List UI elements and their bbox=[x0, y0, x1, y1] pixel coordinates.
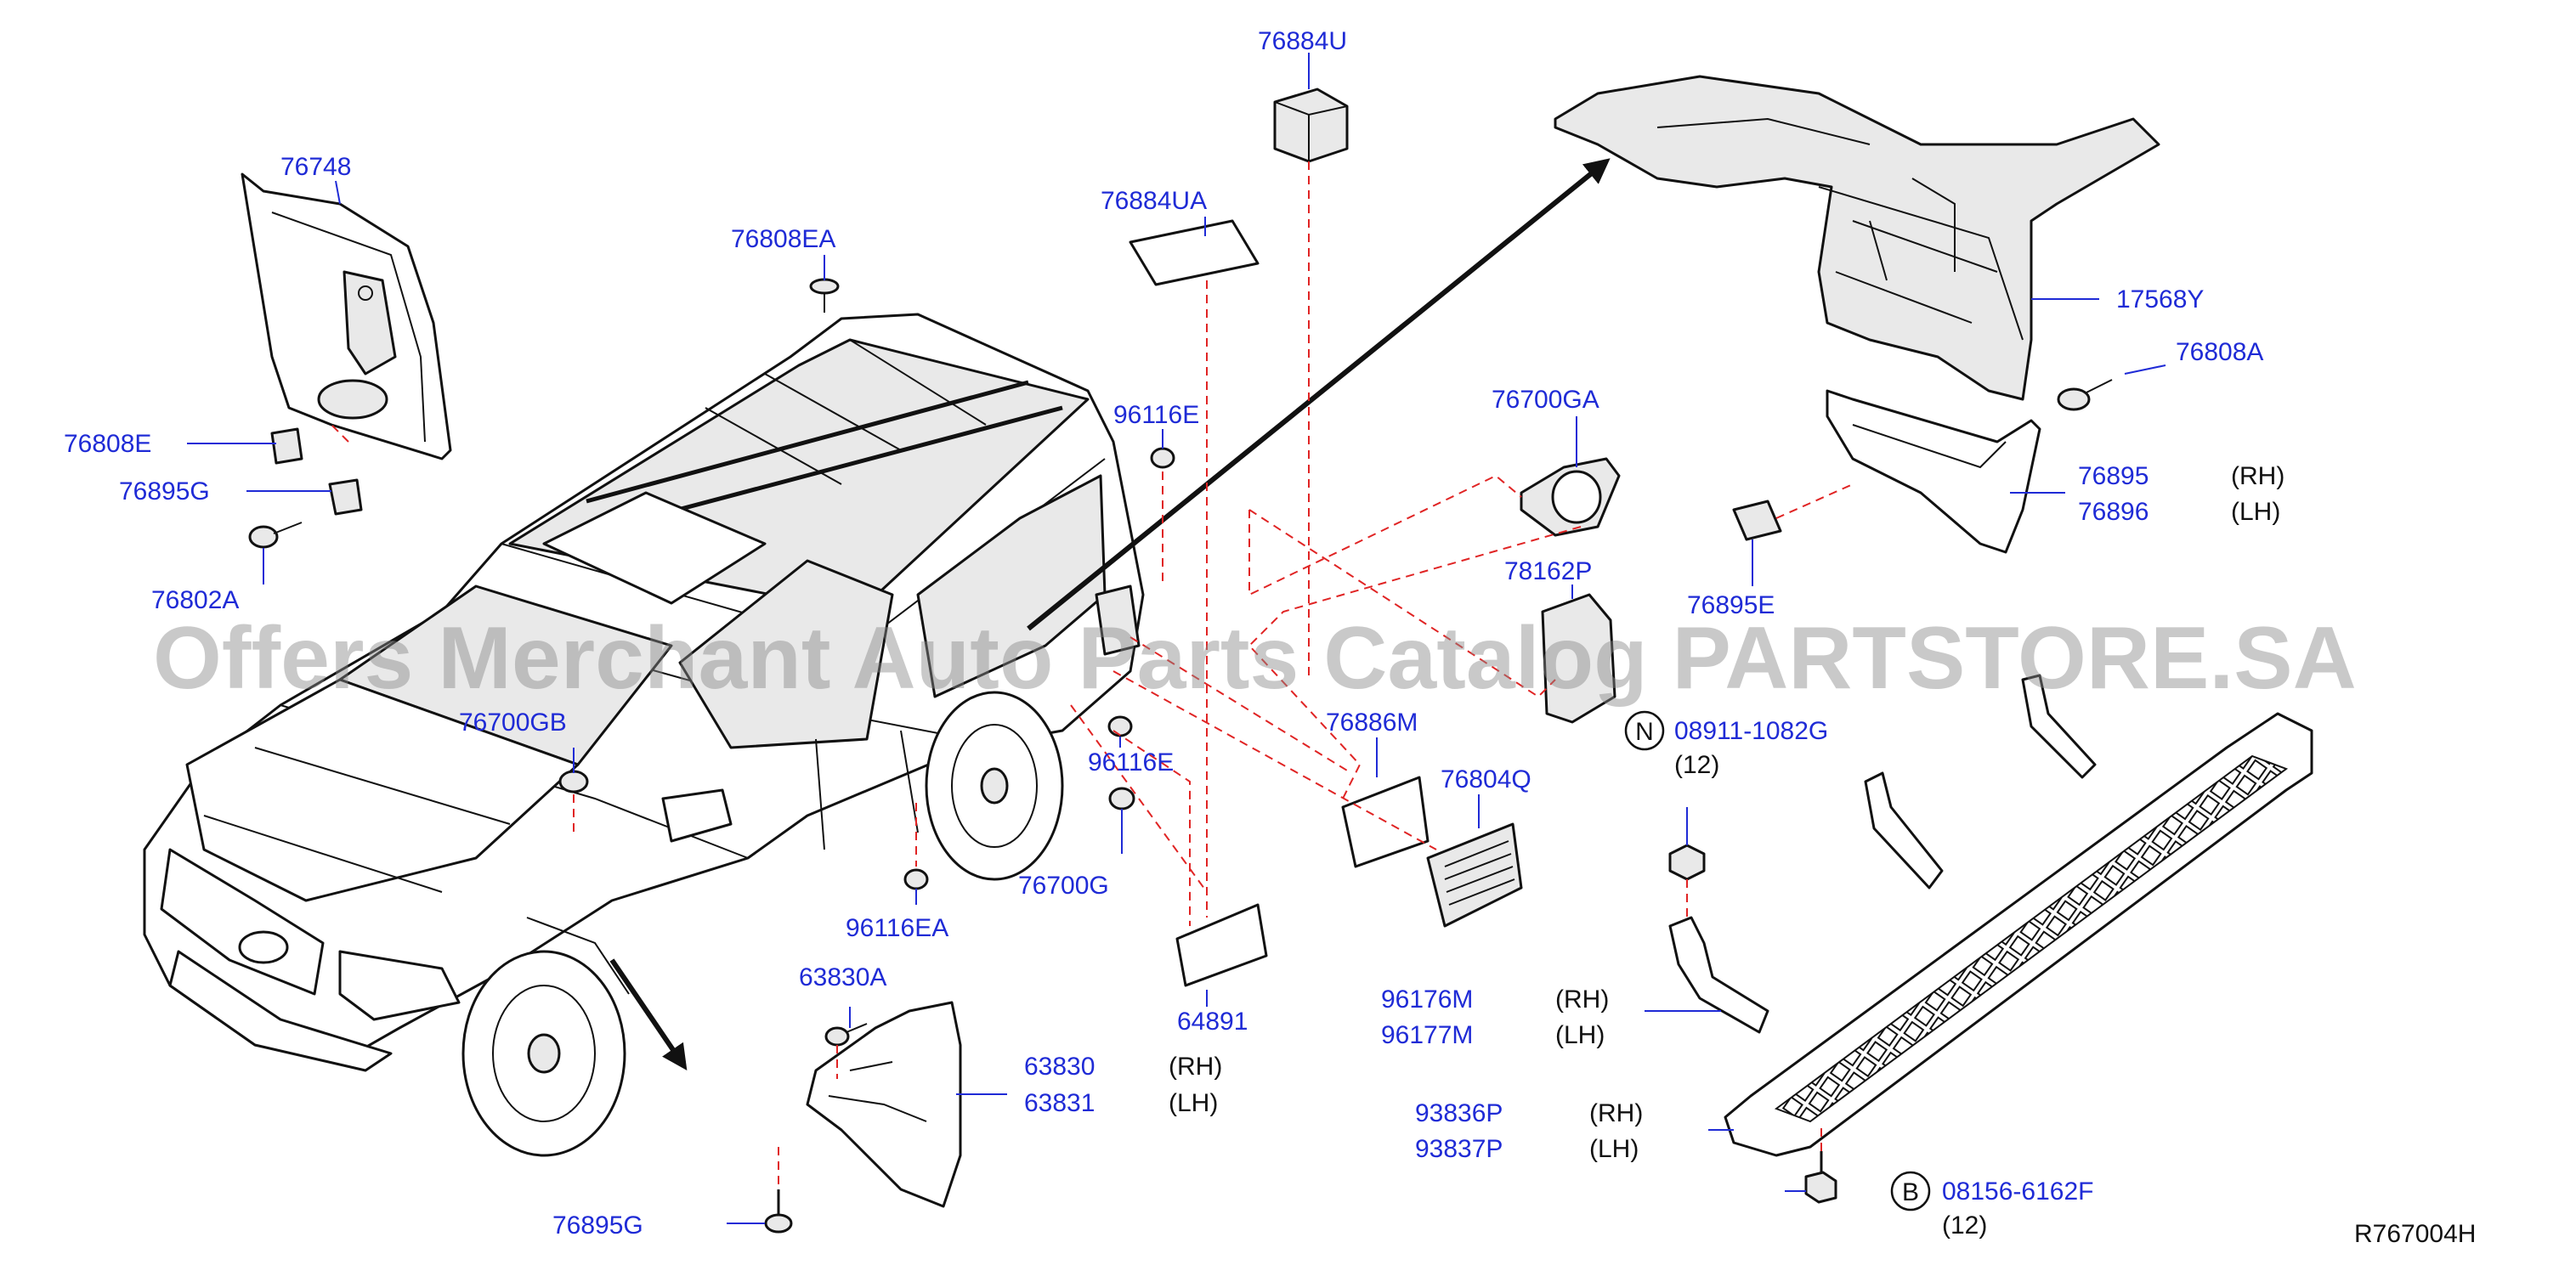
part-76700GA-icon bbox=[1520, 457, 1621, 537]
part-76808A-icon bbox=[2057, 379, 2113, 411]
label-76802A: 76802A bbox=[151, 586, 239, 614]
part-64891-icon bbox=[1175, 903, 1268, 987]
label-76884UA: 76884UA bbox=[1101, 187, 1207, 215]
part-93836P-running-board-icon bbox=[1724, 712, 2313, 1157]
label-78162P: 78162P bbox=[1504, 557, 1592, 585]
label-93837P: 93837P bbox=[1415, 1135, 1503, 1163]
arrow-to-front-mudguard bbox=[609, 958, 688, 1070]
label-76895G-bottom: 76895G bbox=[552, 1211, 643, 1240]
label-63831: 63831 bbox=[1024, 1089, 1095, 1117]
label-63830A: 63830A bbox=[799, 963, 886, 991]
label-lh-96177M: (LH) bbox=[1555, 1021, 1605, 1049]
part-96176M-bracket-icon bbox=[1668, 674, 2097, 1034]
label-96116EA: 96116EA bbox=[846, 914, 948, 942]
label-76886M: 76886M bbox=[1326, 709, 1418, 737]
label-lh-63831: (LH) bbox=[1169, 1089, 1218, 1117]
part-76808EA-icon bbox=[809, 278, 840, 313]
label-rh-76895: (RH) bbox=[2231, 462, 2284, 490]
label-76700GA: 76700GA bbox=[1492, 386, 1599, 414]
label-76895E: 76895E bbox=[1687, 591, 1775, 619]
label-rh-93836P: (RH) bbox=[1589, 1099, 1643, 1127]
nut-icon bbox=[1668, 844, 1706, 881]
label-93836P: 93836P bbox=[1415, 1099, 1503, 1127]
label-nut-part: 08911-1082G bbox=[1674, 717, 1828, 745]
label-76748: 76748 bbox=[280, 153, 351, 181]
label-lh-76896: (LH) bbox=[2231, 498, 2280, 526]
rear-wheel bbox=[925, 691, 1064, 881]
label-76808EA: 76808EA bbox=[731, 225, 835, 253]
part-96116EA-icon bbox=[903, 868, 929, 890]
label-bolt-part: 08156-6162F bbox=[1942, 1177, 2093, 1206]
part-76700GB-icon bbox=[558, 770, 589, 793]
part-76802A-icon bbox=[248, 522, 303, 549]
part-96116E-top-icon bbox=[1150, 447, 1175, 469]
label-76895G-top: 76895G bbox=[119, 477, 210, 505]
part-17568Y-icon bbox=[1554, 75, 2160, 401]
front-wheel bbox=[461, 950, 626, 1157]
label-76808A: 76808A bbox=[2176, 338, 2263, 366]
diagram-code: R767004H bbox=[2354, 1220, 2476, 1248]
label-63830: 63830 bbox=[1024, 1053, 1095, 1081]
part-76884U-icon bbox=[1273, 88, 1349, 163]
label-17568Y: 17568Y bbox=[2116, 285, 2204, 313]
part-63830-icon bbox=[806, 1001, 962, 1208]
label-rh-96176M: (RH) bbox=[1555, 985, 1609, 1014]
label-76700GB: 76700GB bbox=[459, 709, 567, 737]
part-76804Q-icon bbox=[1426, 822, 1523, 928]
part-76748-icon bbox=[241, 172, 452, 460]
part-labels: 76884U 76884UA 76748 76808EA 96116E 7670… bbox=[64, 27, 2476, 1248]
label-nut-circle: N bbox=[1635, 718, 1654, 746]
label-76804Q: 76804Q bbox=[1441, 765, 1531, 793]
label-lh-93837P: (LH) bbox=[1589, 1135, 1639, 1163]
label-bolt-qty: (12) bbox=[1942, 1211, 1987, 1240]
part-76884UA-icon bbox=[1129, 219, 1260, 286]
part-76895G-top-icon bbox=[328, 478, 363, 516]
part-96116E-mid-icon bbox=[1107, 715, 1133, 737]
label-76808E: 76808E bbox=[64, 430, 151, 458]
bolt-circle-badge bbox=[1890, 1171, 1931, 1211]
part-76895G-bottom-icon bbox=[764, 1189, 793, 1234]
label-rh-63830: (RH) bbox=[1169, 1053, 1222, 1081]
nut-circle-badge bbox=[1624, 710, 1665, 751]
label-nut-qty: (12) bbox=[1674, 751, 1719, 779]
part-63830A-icon bbox=[824, 1023, 868, 1047]
part-76895-icon bbox=[1826, 389, 2041, 554]
bolt-icon bbox=[1804, 1151, 1837, 1204]
label-76896: 76896 bbox=[2078, 498, 2149, 526]
label-76884U: 76884U bbox=[1258, 27, 1347, 55]
watermark-text: Offers Merchant Auto Parts Catalog PARTS… bbox=[153, 609, 2357, 708]
vehicle-illustration bbox=[143, 313, 1145, 1157]
label-64891: 64891 bbox=[1177, 1008, 1248, 1036]
label-76700G: 76700G bbox=[1018, 872, 1109, 900]
label-96116E-top: 96116E bbox=[1113, 401, 1199, 429]
arrow-to-fender-liner bbox=[1027, 158, 1611, 631]
part-76808E-icon bbox=[270, 427, 303, 465]
label-bolt-circle: B bbox=[1902, 1178, 1919, 1206]
part-78162P-icon bbox=[1541, 593, 1616, 724]
label-96176M: 96176M bbox=[1381, 985, 1473, 1014]
assembly-dashed-lines bbox=[331, 161, 1854, 1189]
leader-lines bbox=[187, 53, 2166, 1224]
part-76700G-icon bbox=[1108, 787, 1135, 810]
label-76895: 76895 bbox=[2078, 462, 2149, 490]
label-96116E-mid: 96116E bbox=[1088, 748, 1174, 777]
label-96177M: 96177M bbox=[1381, 1021, 1473, 1049]
part-76895E-icon bbox=[1732, 500, 1782, 541]
